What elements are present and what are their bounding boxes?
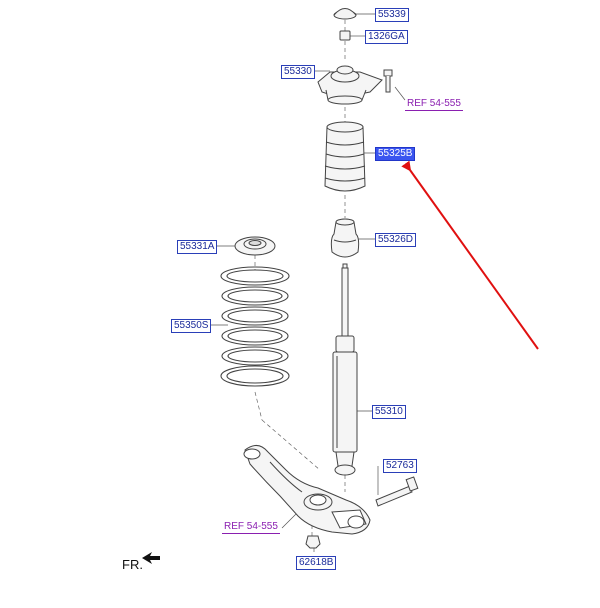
nut-part: [339, 30, 351, 41]
part-label-55326[interactable]: 55326D: [375, 233, 417, 247]
part-label-55325-selected[interactable]: 55325B: [375, 147, 416, 161]
front-direction-arrow-icon: [142, 552, 160, 564]
part-label-55331[interactable]: 55331A: [177, 240, 218, 254]
part-label-62618[interactable]: 62618B: [296, 556, 337, 570]
spring-seat-part: [234, 236, 276, 256]
ref-link-top[interactable]: REF 54-555: [405, 98, 463, 111]
mount-bolt-part: [383, 69, 393, 93]
dust-boot-part: [324, 121, 366, 192]
part-label-55350[interactable]: 55350S: [171, 319, 212, 333]
part-label-1326GA[interactable]: 1326GA: [365, 30, 408, 44]
lower-bolt-part: [375, 476, 419, 507]
red-pointer-arrow: [401, 160, 539, 350]
bump-stop-part: [330, 218, 360, 258]
front-direction-label: FR.: [122, 557, 143, 572]
lower-control-arm-part: [243, 445, 371, 535]
part-label-55330[interactable]: 55330: [281, 65, 315, 79]
part-label-55310[interactable]: 55310: [372, 405, 406, 419]
strut-mount-part: [317, 65, 383, 105]
ref-link-bottom[interactable]: REF 54-555: [222, 521, 280, 534]
part-label-52763[interactable]: 52763: [383, 459, 417, 473]
lower-nut-part: [305, 535, 321, 549]
shock-absorber-part: [332, 263, 358, 476]
coil-spring-part: [220, 266, 290, 387]
leader-lines: [208, 13, 406, 552]
dust-cap-part: [333, 8, 357, 20]
part-label-55339[interactable]: 55339: [375, 8, 409, 22]
